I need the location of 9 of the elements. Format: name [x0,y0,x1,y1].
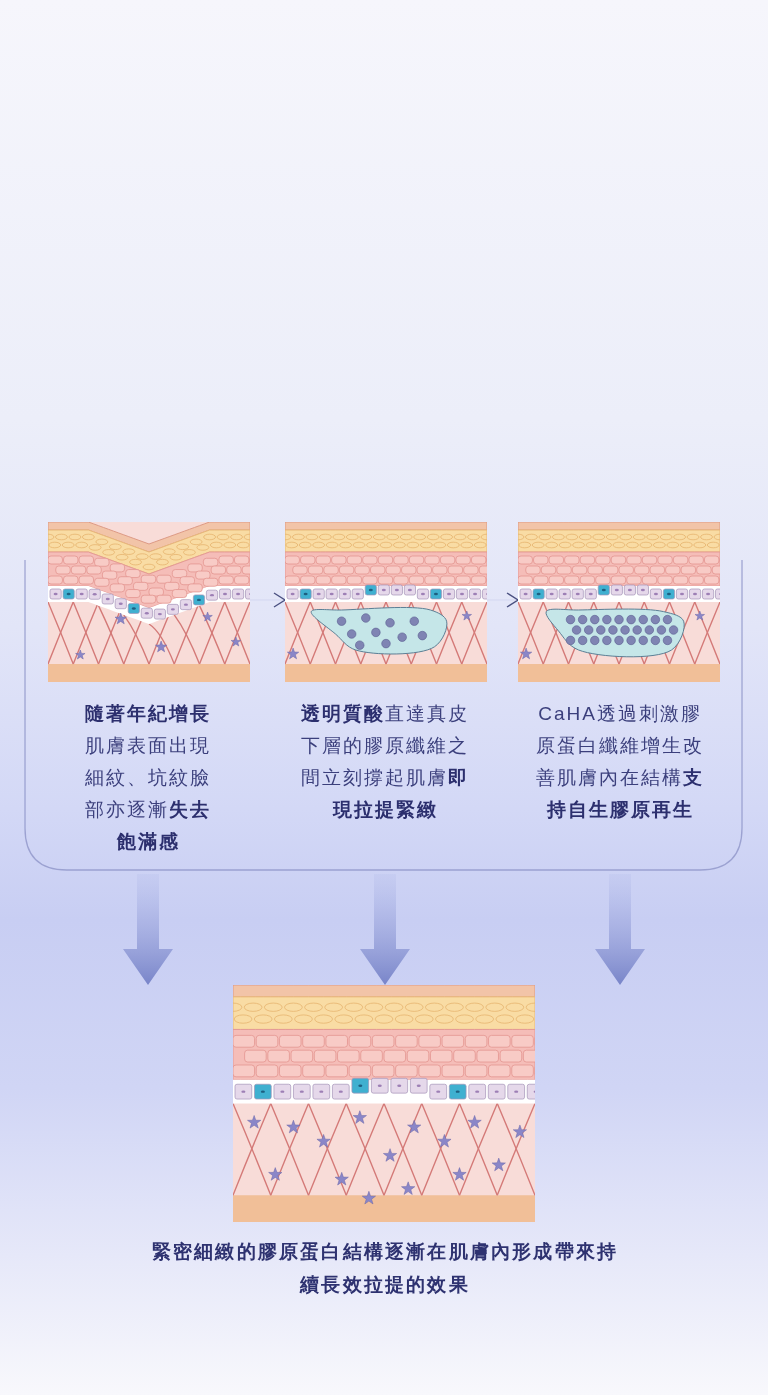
chevron-arrow [486,592,519,608]
caption-text: 緊密細緻的膠原蛋白結構逐漸在肌膚內形成帶來持續長效拉提的效果 [150,1240,620,1297]
down-arrow [123,874,173,985]
description-text: 透明質酸直達真皮下層的膠原纖維之間立刻撐起肌膚即現拉提緊緻 [300,702,470,822]
down-arrow [595,874,645,985]
chevron-arrow [249,592,286,608]
description-text: CaHA透過刺激膠原蛋白纖維增生改善肌膚內在結構支持自生膠原再生 [535,702,705,822]
description-text: 隨著年紀增長肌膚表面出現細紋、坑紋臉部亦逐漸失去飽滿感 [84,702,212,854]
down-arrow [360,874,410,985]
